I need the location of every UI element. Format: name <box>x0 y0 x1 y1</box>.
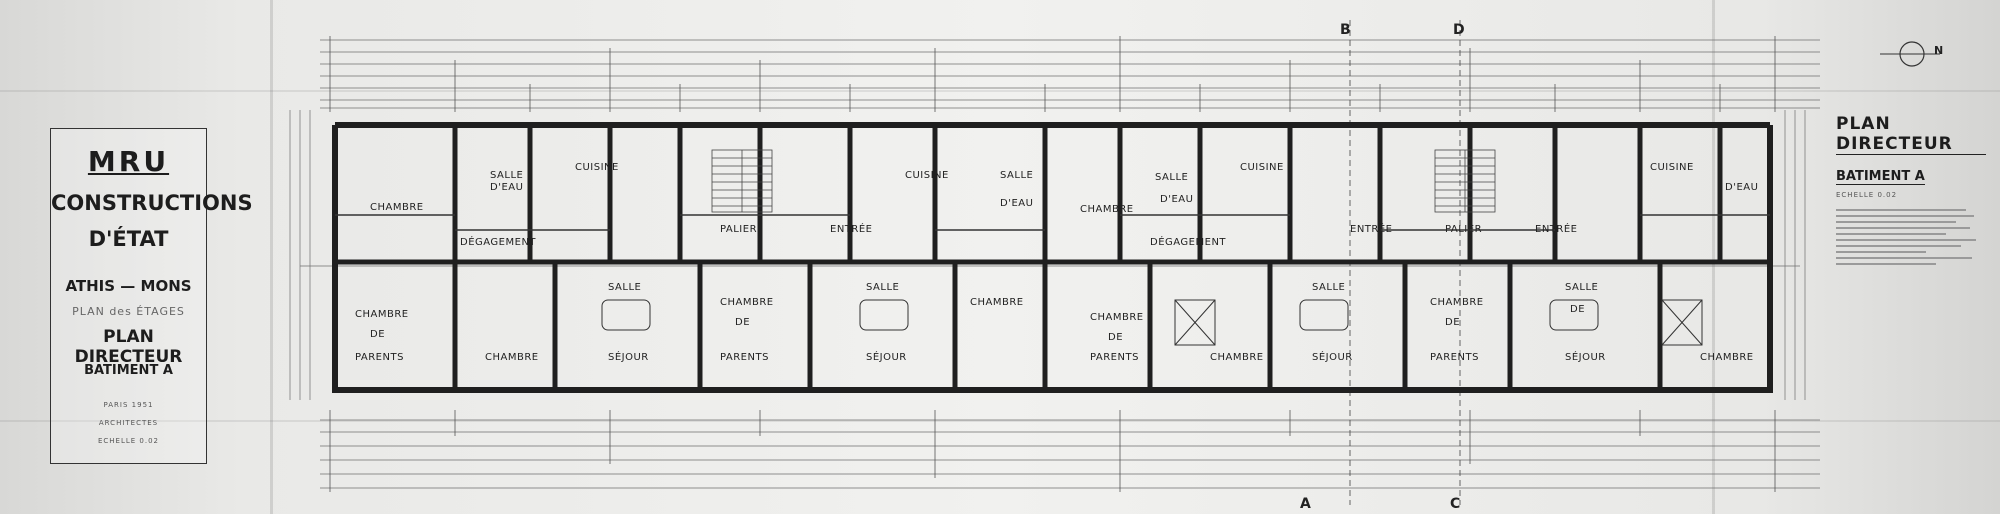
cartouche-subtitle: PLAN des ÉTAGES <box>72 305 185 318</box>
paper-crease <box>0 90 2000 92</box>
cartouche-location: PARIS 1951 <box>103 401 154 409</box>
room-label: DE <box>370 329 385 340</box>
room-label: SALLE <box>490 170 523 181</box>
dimension-lines-side <box>289 110 1806 400</box>
title-block-title: PLAN DIRECTEUR <box>1836 114 1986 155</box>
cartouche-line2: D'ÉTAT <box>88 227 169 251</box>
room-label: ENTRÉE <box>1350 222 1393 235</box>
room-label: SALLE <box>1312 282 1345 293</box>
room-label: SALLE <box>1000 170 1033 181</box>
room-label: CHAMBRE <box>1090 312 1144 323</box>
room-label: ENTRÉE <box>830 222 873 235</box>
dimension-lines-bottom <box>320 419 1820 489</box>
title-cartouche: MRU CONSTRUCTIONS D'ÉTAT ATHIS — MONS PL… <box>50 128 253 464</box>
room-label: ENTRÉE <box>1535 222 1578 235</box>
room-label: SALLE <box>608 282 641 293</box>
interior-walls <box>335 125 1770 390</box>
room-label: SÉJOUR <box>1312 350 1353 363</box>
room-label: CHAMBRE <box>1210 352 1264 363</box>
room-label: CHAMBRE <box>370 202 424 213</box>
title-block-batiment: BATIMENT A <box>1836 169 1925 185</box>
cartouche-title: MRU <box>87 145 170 178</box>
axis-label-b: B <box>1340 22 1351 38</box>
room-label: SALLE <box>866 282 899 293</box>
north-arrow: N <box>1880 41 1943 67</box>
room-label: CUISINE <box>1240 162 1284 173</box>
title-block-right: PLAN DIRECTEUR BATIMENT A ECHELLE 0.02 <box>1836 114 1986 269</box>
room-label: D'EAU <box>490 182 523 193</box>
room-label: CHAMBRE <box>485 352 539 363</box>
cartouche-site: ATHIS — MONS <box>65 277 192 295</box>
dimension-lines-top <box>320 39 1820 109</box>
room-label: CHAMBRE <box>1430 297 1484 308</box>
dimension-ticks <box>329 36 1776 492</box>
room-label: SÉJOUR <box>866 350 907 363</box>
paper-crease <box>0 420 2000 422</box>
room-label: PARENTS <box>1430 352 1479 363</box>
furniture <box>601 299 1703 346</box>
handwritten-notes <box>1836 209 1986 265</box>
room-label: DE <box>1108 332 1123 343</box>
axis-label-c: C <box>1450 496 1460 512</box>
room-label: SALLE <box>1155 172 1188 183</box>
room-label: CHAMBRE <box>355 309 409 320</box>
room-label: PARENTS <box>720 352 769 363</box>
cartouche-line1: CONSTRUCTIONS <box>51 191 253 215</box>
room-label: PALIER <box>1445 224 1482 235</box>
partitions <box>335 214 1770 231</box>
stairwell-right <box>1434 149 1496 213</box>
north-label: N <box>1934 44 1943 57</box>
room-label: D'EAU <box>1725 182 1758 193</box>
axis-label-d: D <box>1453 22 1465 38</box>
room-label: SÉJOUR <box>608 350 649 363</box>
room-label: DE <box>1445 317 1460 328</box>
room-label: D'EAU <box>1000 198 1033 209</box>
cartouche-architects: ARCHITECTES <box>98 419 159 427</box>
axis-label-a: A <box>1300 496 1311 512</box>
room-label: CUISINE <box>905 170 949 181</box>
room-label: CHAMBRE <box>720 297 774 308</box>
room-label: DE <box>735 317 750 328</box>
room-label: CHAMBRE <box>1080 204 1134 215</box>
room-label: CHAMBRE <box>970 297 1024 308</box>
room-label: CUISINE <box>575 162 619 173</box>
room-label: DÉGAGEMENT <box>460 235 536 248</box>
room-label: SÉJOUR <box>1565 350 1606 363</box>
room-label: D'EAU <box>1160 194 1193 205</box>
room-label: DE <box>1570 304 1585 315</box>
cartouche-batiment: BATIMENT A <box>84 363 173 378</box>
exterior-walls <box>332 122 1773 393</box>
cartouche-plan: PLAN DIRECTEUR <box>74 327 183 367</box>
paper-fold <box>270 0 273 514</box>
title-block-scale: ECHELLE 0.02 <box>1836 191 1898 199</box>
room-label: CHAMBRE <box>1700 352 1754 363</box>
room-label: PARENTS <box>355 352 404 363</box>
room-label: SALLE <box>1565 282 1598 293</box>
cartouche-scale: ECHELLE 0.02 <box>97 437 160 445</box>
room-label: PARENTS <box>1090 352 1139 363</box>
room-label: DÉGAGEMENT <box>1150 235 1226 248</box>
room-label: CUISINE <box>1650 162 1694 173</box>
paper-fold <box>1712 0 1715 514</box>
room-label: PALIER <box>720 224 757 235</box>
stairwell-left <box>711 149 773 213</box>
room-labels: CHAMBRE SALLE D'EAU CUISINE DÉGAGEMENT P… <box>355 162 1758 363</box>
